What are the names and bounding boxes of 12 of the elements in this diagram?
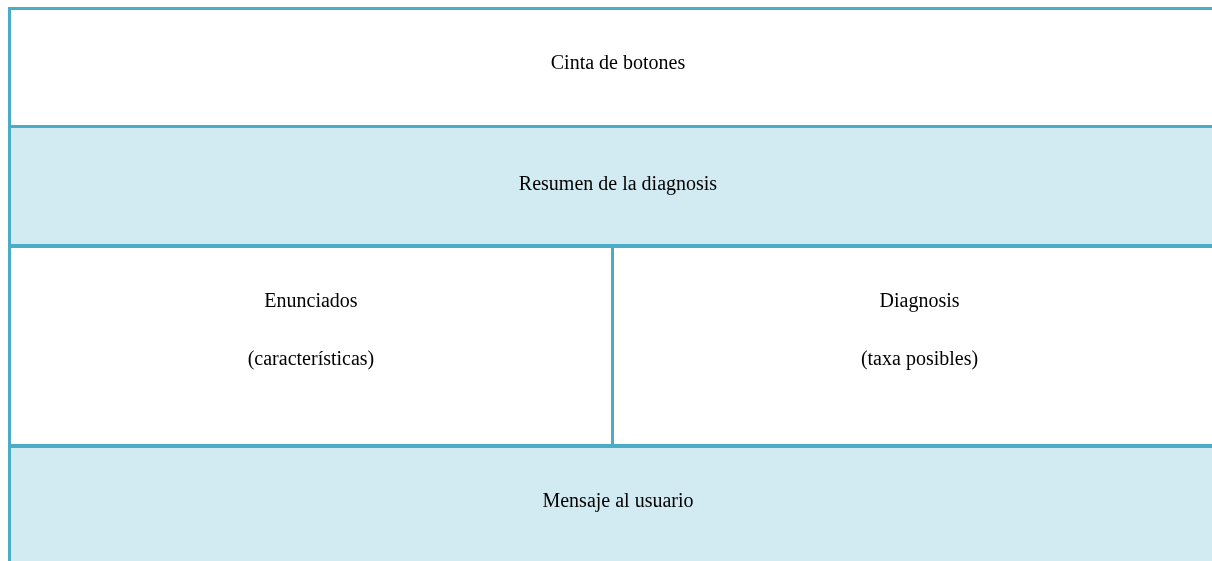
region-subtitle: (taxa posibles) [860, 346, 979, 370]
panel-region [8, 445, 1212, 561]
region-title: Diagnosis [879, 288, 960, 312]
region-title: Mensaje al usuario [542, 488, 694, 512]
region-title: Cinta de botones [550, 50, 686, 74]
panel-region [8, 7, 1212, 128]
region-subtitle: (características) [247, 346, 375, 370]
panel-region [8, 245, 614, 447]
panel-region [611, 245, 1212, 447]
panel-region [8, 125, 1212, 247]
region-title: Resumen de la diagnosis [518, 171, 718, 195]
region-title: Enunciados [264, 288, 358, 312]
